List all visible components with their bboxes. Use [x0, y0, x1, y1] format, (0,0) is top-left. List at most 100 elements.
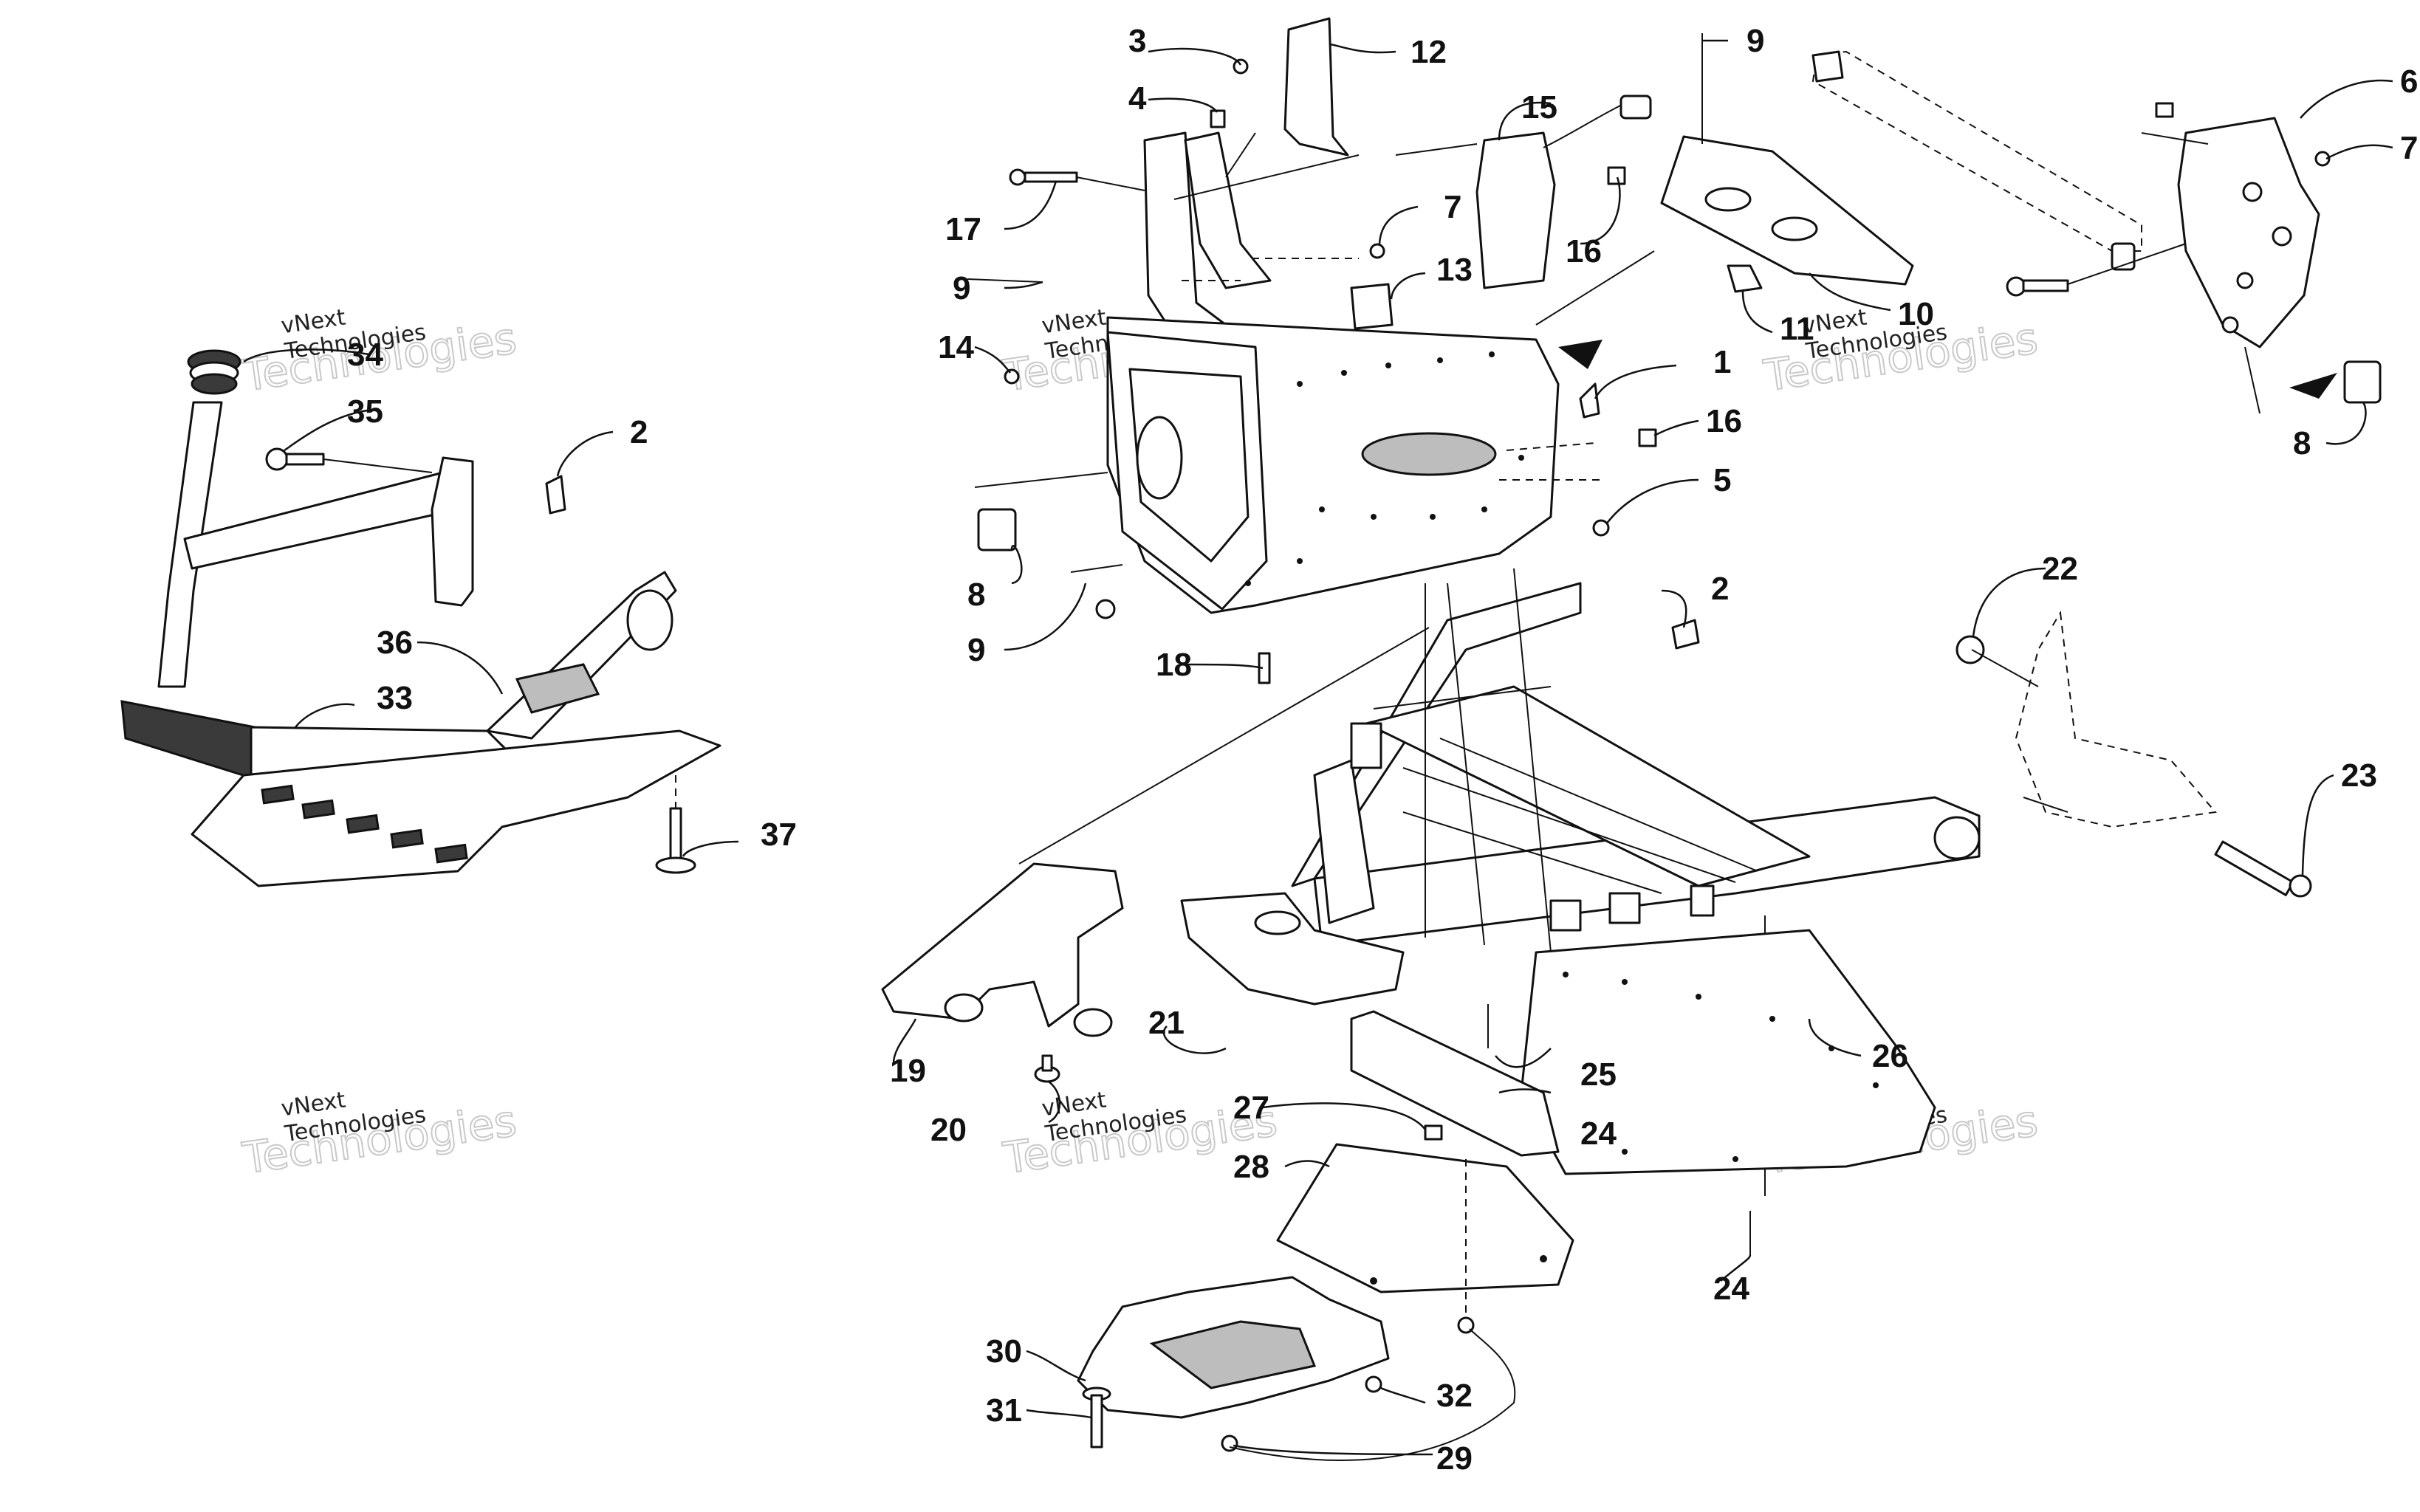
chassis-leader-lines: [1018, 568, 2068, 1196]
callout-13: 13: [1436, 252, 1473, 288]
bulkhead-left-port: [1136, 416, 1183, 500]
bracket-6-lines: [2067, 132, 2260, 414]
screw-29-b: [1221, 1434, 1238, 1452]
bracket-6: [2177, 117, 2320, 348]
bumper-bracket: [431, 456, 474, 607]
frame-assembly-lines: [974, 132, 1655, 488]
watermark: Technologies vNext Technologies: [1760, 304, 2041, 402]
front-mount-21: [1180, 892, 1405, 1006]
callout-21: 21: [1148, 1005, 1185, 1041]
plate-28-hole-a: [1370, 1277, 1377, 1285]
callout-6: 6: [2400, 63, 2418, 100]
plate-12: [1283, 17, 1349, 157]
skid-plate-26-holes: [1563, 972, 1879, 1162]
callout-2-left: 2: [630, 414, 648, 450]
screw-32: [1365, 1375, 1382, 1393]
chassis-top-rail: [1291, 582, 1582, 887]
callout-7-right: 7: [2400, 130, 2418, 166]
clip-27: [1424, 1124, 1443, 1141]
callout-7-center: 7: [1444, 189, 1461, 225]
lower-leader-lines: [1229, 1328, 1516, 1461]
callout-8-left: 8: [967, 577, 985, 613]
bracket-11: [1727, 264, 1763, 293]
plate-28-hole-b: [1540, 1255, 1547, 1262]
bumper-assembly: [120, 349, 721, 887]
watermark: Technologies vNext Technologies: [239, 1087, 520, 1184]
clip-2-left: [545, 475, 566, 515]
bolt-7-center: [1369, 243, 1385, 259]
pin-9-upper: [967, 278, 1042, 283]
support-19: [881, 862, 1124, 1028]
callout-20: 20: [930, 1112, 967, 1148]
callout-34: 34: [347, 337, 383, 373]
guard-strip-24: [1350, 1010, 1560, 1157]
bolt-17-path: [1076, 176, 1145, 191]
support-19-port-a: [944, 993, 984, 1023]
bolt-31: [1082, 1386, 1111, 1449]
support-19-port-b: [1073, 1008, 1113, 1037]
bulkhead-holes: [1245, 351, 1524, 586]
bolt-18: [1095, 599, 1271, 684]
bracket-15: [1475, 131, 1556, 289]
skid-mesh: [515, 663, 600, 714]
bolt-23: [2214, 840, 2312, 898]
callout-3: 3: [1128, 23, 1146, 59]
bolt-14: [1004, 368, 1020, 385]
callout-18: 18: [1156, 647, 1192, 683]
bumper-crossbar: [183, 471, 459, 570]
callout-24-upper: 24: [1580, 1116, 1617, 1152]
crossmember-ghost: [1811, 50, 2142, 252]
mount-hole-b: [1771, 216, 1818, 241]
bracket-6-holes: [2221, 182, 2292, 334]
callout-5: 5: [1713, 462, 1731, 498]
nut-16-lower: [1638, 428, 1657, 447]
lower-plates: [1077, 929, 1936, 1461]
callout-11: 11: [1780, 311, 1814, 347]
bumper-front-grip: [120, 700, 256, 781]
bolt-35-path: [323, 458, 433, 473]
bolt-3: [1233, 58, 1249, 75]
main-chassis: [881, 568, 2312, 1255]
steering-bracket: [1184, 131, 1272, 289]
callout-12: 12: [1410, 34, 1447, 70]
bracket-15-cable: [1543, 103, 1625, 148]
callout-23: 23: [2341, 757, 2377, 794]
callout-28: 28: [1233, 1149, 1269, 1185]
bolt-37: [655, 807, 696, 874]
bulkhead-opening: [1361, 432, 1497, 476]
callout-8-right: 8: [2293, 425, 2311, 461]
front-frame-assembly: [967, 17, 1914, 684]
bolt-17: [1009, 168, 1078, 186]
mount-plate-10: [1660, 135, 1914, 286]
bumper-strut-end: [626, 589, 673, 651]
callout-9-upper: 9: [953, 270, 970, 306]
mount-hole-a: [1704, 187, 1752, 212]
chassis-brackets: [1350, 722, 1715, 932]
plate-28: [1276, 1143, 1574, 1293]
callout-1: 1: [1713, 344, 1731, 380]
callout-leaders: [243, 39, 2393, 1456]
skid-plate-slots: [261, 784, 468, 864]
callout-4: 4: [1128, 80, 1147, 117]
arrow-indicator-right: [2289, 373, 2337, 399]
callout-30: 30: [986, 1333, 1022, 1370]
callout-14: 14: [938, 329, 974, 365]
callout-36: 36: [377, 625, 413, 661]
bolt-5: [1592, 519, 1610, 537]
callout-22: 22: [2042, 551, 2078, 587]
callout-24-lower: 24: [1713, 1271, 1749, 1307]
callout-10: 10: [1898, 296, 1934, 332]
callout-35: 35: [347, 394, 383, 430]
chassis-rail-end: [1933, 816, 1981, 860]
callout-2-center: 2: [1711, 571, 1729, 607]
pin-9-lower: [1070, 564, 1123, 573]
frame-dash-lines: [1182, 258, 1603, 481]
clip-2-center: [1671, 619, 1700, 650]
front-mount-21-port: [1254, 910, 1301, 935]
skid-plate: [191, 729, 721, 887]
clip-1: [1579, 382, 1600, 419]
rubber-block-8: [977, 508, 1017, 551]
bracket-6-assembly: [1811, 50, 2382, 414]
guard-30-shading: [1149, 1320, 1317, 1389]
